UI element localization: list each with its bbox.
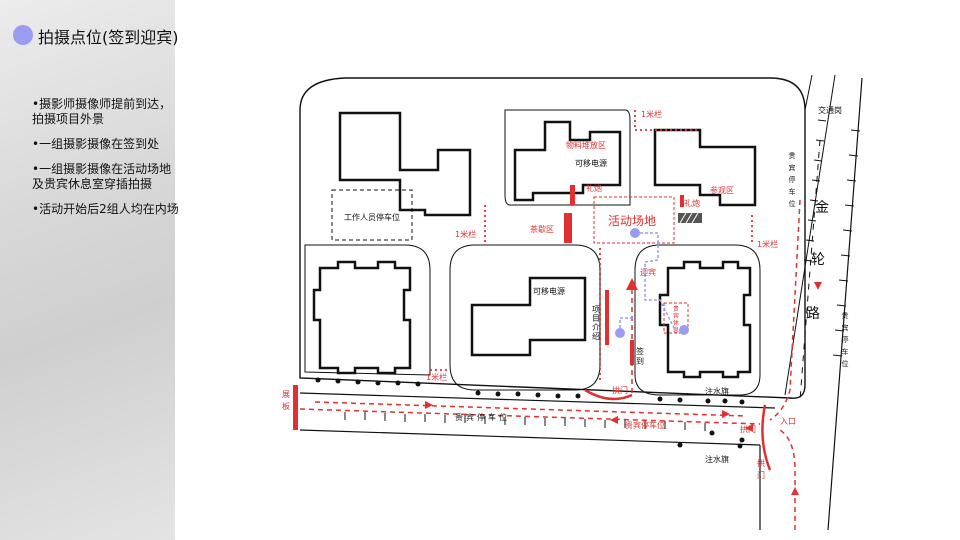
road-edge [827,77,863,531]
event-venue-box [593,196,675,244]
side-parking-label-right: 贵 宾 停 车 位 [842,311,849,368]
block-boundary [449,244,601,391]
rail-label: 1米栏 [641,109,662,119]
arch-label-vertical: 拱 门 [757,458,765,480]
svg-text:宾: 宾 [789,163,796,172]
svg-text:金: 金 [815,200,829,216]
traffic-flow [299,199,801,530]
svg-text:贵: 贵 [789,151,796,160]
exhibit-board-label: 展 板 [282,390,290,411]
vip-parking-label: 贵宾停车位 [625,420,665,430]
svg-text:绍: 绍 [592,331,600,341]
title-bullet-icon [13,25,33,45]
material-area-label: 物料堆放区 [566,140,606,150]
vip-lounge-label: 贵 宾 休 息 [673,305,679,334]
bullet-item: •一组摄影摄像在活动场地及贵宾休息室穿插拍摄 [32,162,172,191]
arch-label: 拱门 [740,424,756,434]
sign-in-label: 签 到 [636,346,644,366]
svg-text:板: 板 [282,401,290,411]
svg-text:位: 位 [789,199,796,208]
svg-text:目: 目 [592,314,600,323]
bullet-item: •摄影师摄像师提前到达，拍摄项目外景 [32,97,172,126]
svg-text:休: 休 [673,319,679,327]
svg-text:项: 项 [592,305,600,314]
building [658,260,752,379]
building [312,260,412,375]
welcome-label: 迎宾 [640,267,656,277]
rail-label: 1米栏 [757,239,778,249]
water-horse-label: 注水旗 [705,454,729,464]
power-label: 可移电源 [533,286,565,296]
svg-text:路: 路 [806,306,820,322]
road-edge [299,392,776,409]
bollards [315,377,745,449]
tea-area-label: 茶歇区 [530,224,554,234]
svg-text:到: 到 [636,357,644,366]
svg-text:息: 息 [673,326,679,334]
traffic-light-label: 交通岗 [818,105,842,115]
side-parking-label-left: 贵 宾 停 车 位 [789,151,796,208]
water-horse-label: 注水旗 [705,386,729,396]
block-boundary [504,109,631,206]
rail-label: 1米栏 [455,229,476,239]
svg-text:介: 介 [592,323,600,332]
svg-text:拱: 拱 [757,458,765,468]
page-title: 拍摄点位(签到迎宾) [38,28,179,47]
arch-arc [761,404,772,471]
svg-text:停: 停 [842,335,849,344]
compound-boundary [299,77,806,399]
salute-label: 礼炮 [586,183,602,193]
camera-position-markers [615,228,689,338]
svg-text:签: 签 [636,346,644,356]
svg-text:停: 停 [789,175,796,184]
building [513,120,622,202]
svg-text:位: 位 [842,359,849,368]
project-intro-label: 项 目 介 绍 [592,305,600,341]
road-edge [784,74,836,396]
power-label: 可移电源 [575,158,607,168]
sidebar-panel [0,0,175,540]
flow-arrows [425,278,822,495]
svg-text:宾: 宾 [673,312,679,320]
vip-lounge-box [663,302,689,334]
rail-label: 1米栏 [426,372,447,382]
block-boundary [634,244,761,396]
one-meter-rails [430,110,753,380]
road-edge [299,429,761,446]
arch-arc [584,388,633,401]
road-edge [804,74,813,111]
road-median [799,139,821,401]
svg-text:贵: 贵 [673,305,679,313]
staff-parking-box [331,189,413,241]
vip-area-label: 参观区 [710,185,734,195]
bullet-list: •摄影师摄像师提前到达，拍摄项目外景 •一组摄影摄像在签到处 •一组摄影摄像在活… [32,97,182,227]
svg-text:车: 车 [842,347,849,356]
guest-parking-label: 贵宾停车位 [455,412,510,422]
event-venue-label: 活动场地 [608,214,656,228]
staff-parking-label: 工作人员停车位 [344,212,400,222]
parking-ticks [344,412,706,431]
road-name-label: 金 轮 路 [806,200,829,322]
svg-text:车: 车 [789,187,796,196]
hatched-area [678,213,702,223]
bullet-item: •活动开始后2组人均在内场 [32,202,179,216]
bullet-item: •一组摄影摄像在签到处 [32,137,160,151]
building [653,128,757,207]
svg-text:轮: 轮 [811,252,825,268]
parking-hatch [803,119,861,357]
salute-label: 礼炮 [684,198,700,208]
entrance-label: 入口 [780,417,796,426]
arch-label: 拱门 [612,385,628,395]
svg-text:宾: 宾 [842,323,849,332]
svg-text:贵: 贵 [842,311,849,320]
building [338,111,472,217]
block-boundary [304,244,431,376]
svg-text:展: 展 [282,390,290,399]
hatched-area-stripes [679,212,699,224]
svg-text:门: 门 [757,470,765,480]
building [470,276,587,357]
